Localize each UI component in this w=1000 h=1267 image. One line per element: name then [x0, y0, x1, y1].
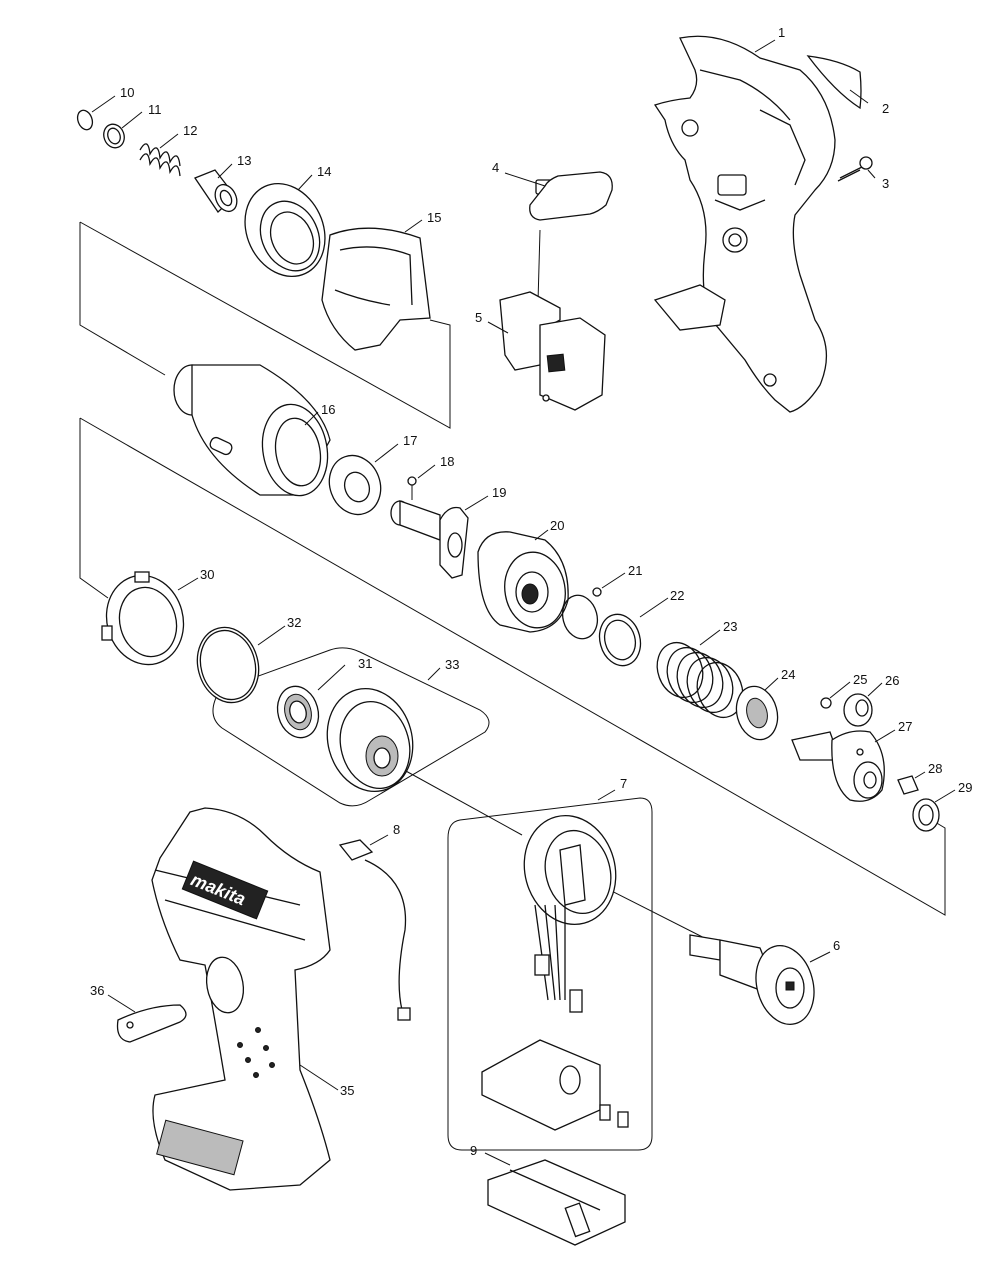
part-29-washer: [912, 798, 940, 832]
label-29: 29: [958, 780, 972, 795]
label-12: 12: [183, 123, 197, 138]
part-5-switch: [499, 291, 606, 411]
part-13-sleeve: [194, 169, 238, 213]
label-22: 22: [670, 588, 684, 603]
part-10-ring: [76, 109, 94, 131]
part-32-oring: [196, 626, 260, 704]
part-7-stator: [481, 814, 629, 1131]
part-19-anvil: [390, 500, 469, 579]
label-30: 30: [200, 567, 214, 582]
part-3-screw: [837, 156, 873, 182]
label-13: 13: [237, 153, 251, 168]
part-33-gear-housing: [326, 687, 414, 793]
label-25: 25: [853, 672, 867, 687]
part-22-ring: [598, 613, 642, 667]
label-20: 20: [550, 518, 564, 533]
label-5: 5: [475, 310, 482, 325]
label-21: 21: [628, 563, 642, 578]
part-11-washer: [103, 123, 125, 149]
label-8: 8: [393, 822, 400, 837]
part-17-washer: [328, 454, 382, 516]
part-6-rotor: [689, 934, 815, 1025]
label-19: 19: [492, 485, 506, 500]
part-27-spindle: [791, 730, 885, 802]
label-18: 18: [440, 454, 454, 469]
label-3: 3: [882, 176, 889, 191]
part-30-nut: [101, 571, 185, 666]
label-7: 7: [620, 776, 627, 791]
label-35: 35: [340, 1083, 354, 1098]
label-4: 4: [492, 160, 499, 175]
label-32: 32: [287, 615, 301, 630]
label-26: 26: [885, 673, 899, 688]
group-outlines: [79, 221, 946, 1151]
part-12-spring: [139, 143, 181, 177]
label-16: 16: [321, 402, 335, 417]
part-2-badge: [806, 55, 862, 110]
part-16-hammer-case: [173, 364, 331, 497]
label-2: 2: [882, 101, 889, 116]
label-15: 15: [427, 210, 441, 225]
label-24: 24: [781, 667, 795, 682]
label-36: 36: [90, 983, 104, 998]
label-14: 14: [317, 164, 331, 179]
part-24-washer: [735, 685, 779, 741]
label-6: 6: [833, 938, 840, 953]
part-28-pin: [897, 775, 919, 795]
part-31-bearing: [276, 685, 320, 739]
part-21-ball: [561, 587, 602, 640]
part-35-housing-set: makita: [151, 807, 331, 1191]
part-15-bumper: [321, 227, 431, 351]
label-10: 10: [120, 85, 134, 100]
part-14-cover: [244, 182, 326, 278]
label-33: 33: [445, 657, 459, 672]
label-28: 28: [928, 761, 942, 776]
label-23: 23: [723, 619, 737, 634]
label-1: 1: [778, 25, 785, 40]
label-17: 17: [403, 433, 417, 448]
part-18-ball: [407, 476, 417, 500]
part-36-plate: [116, 1004, 187, 1043]
label-9: 9: [470, 1143, 477, 1158]
part-26-gear: [843, 693, 873, 727]
part-9-terminal: [487, 1159, 626, 1246]
label-11: 11: [148, 102, 162, 117]
callouts: 1 2 3 4 5 6 7 8 9 10 11 12 13 14 15 16 1: [90, 25, 972, 1166]
part-1-housing: [653, 35, 836, 413]
part-23-spring: [656, 641, 744, 719]
part-8-wire: [338, 839, 411, 1021]
part-20-hammer: [477, 531, 569, 633]
label-27: 27: [898, 719, 912, 734]
part-4-lever: [529, 171, 613, 221]
part-25-ball: [820, 697, 832, 709]
label-31: 31: [358, 656, 372, 671]
